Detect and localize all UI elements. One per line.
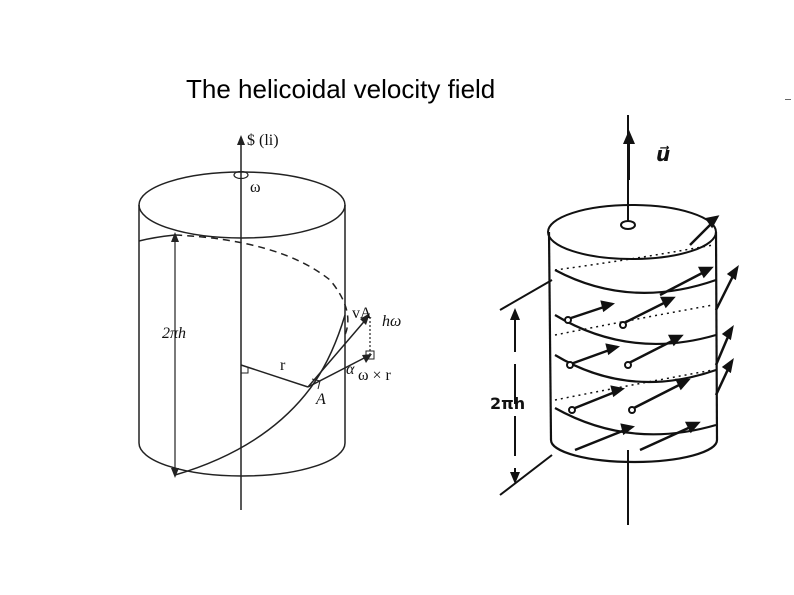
helix-hidden: [174, 234, 349, 336]
u-arrow: [623, 130, 635, 144]
point-label: A: [316, 391, 326, 408]
pitch-label-left: 2πh: [162, 325, 187, 342]
u-vector-label: u⃗: [656, 142, 671, 166]
bottom-ellipse-front: [138, 442, 346, 477]
helix-front: [174, 314, 346, 476]
corner-mark: [785, 99, 791, 100]
right-helix-figure: u⃗ 2πh: [480, 110, 740, 530]
alpha-label: α: [346, 361, 355, 378]
radius-label: r: [280, 357, 286, 374]
left-helix-figure: $ (li) ω 2πh vA hω r α ω × r A: [130, 125, 430, 520]
helix-front-top: [138, 234, 176, 242]
right-top-ellipse: [547, 204, 717, 260]
omega-label: ω: [250, 179, 261, 196]
velocity-vector: [307, 316, 369, 388]
right-right-side: [714, 231, 719, 441]
left-cylinder-diagram: [138, 135, 375, 510]
right-velocity-arrows: [564, 215, 739, 452]
top-ellipse: [138, 171, 346, 239]
right-cylinder-diagram: [499, 115, 739, 525]
h-omega-label: hω: [382, 313, 402, 330]
right-left-side: [547, 231, 553, 441]
slide-title: The helicoidal velocity field: [186, 74, 496, 104]
right-points: [564, 316, 636, 414]
screw-label: $ (li): [247, 132, 279, 149]
radius-line: [240, 364, 309, 388]
velocity-label: vA: [352, 305, 372, 322]
rotation-symbol: [233, 170, 249, 180]
axis-arrow: [237, 135, 245, 145]
tangential-vector: [307, 354, 371, 388]
pitch-label-right: 2πh: [490, 394, 526, 413]
cross-label: ω × r: [358, 367, 391, 384]
